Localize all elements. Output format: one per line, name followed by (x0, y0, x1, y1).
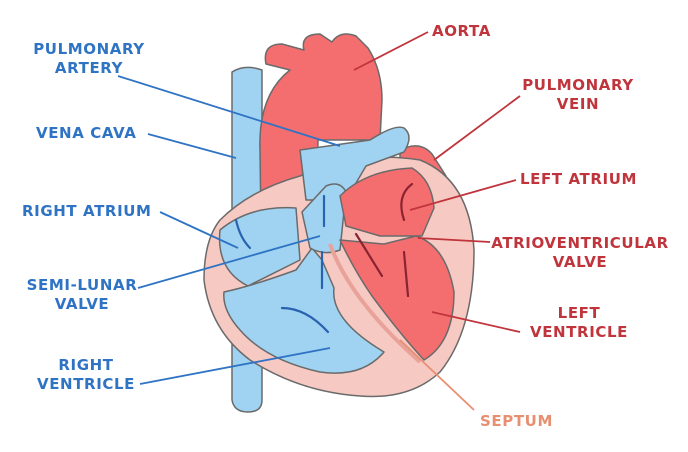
leader-right-atrium (159, 211, 239, 249)
label-right-ventricle-line1: RIGHT (58, 356, 114, 374)
label-left-ventricle: LEFT VENTRICLE (528, 304, 630, 342)
label-semi-lunar-valve-line2: VALVE (54, 295, 110, 313)
leader-aorta (353, 31, 429, 71)
leader-left-ventricle (431, 311, 521, 333)
leader-vena-cava (147, 133, 237, 159)
label-right-ventricle: RIGHT VENTRICLE (34, 356, 138, 394)
flow-arrow-left-atrium (400, 182, 414, 222)
label-atrioventricular-valve-line2: VALVE (552, 253, 608, 271)
left-ventricle-chamber (339, 235, 455, 361)
label-right-atrium: RIGHT ATRIUM (22, 202, 152, 220)
label-pulmonary-artery-line1: PULMONARY (33, 40, 145, 58)
label-semi-lunar-valve: SEMI-LUNAR VALVE (26, 276, 138, 314)
label-septum: SEPTUM (480, 412, 553, 430)
label-pulmonary-artery-line2: ARTERY (54, 59, 124, 77)
label-semi-lunar-valve-line1: SEMI-LUNAR (26, 276, 138, 294)
right-ventricle-chamber (223, 247, 385, 374)
flow-arrow-aorta (354, 232, 384, 278)
leader-semi-lunar-valve (137, 235, 321, 289)
label-right-ventricle-line2: VENTRICLE (37, 375, 135, 393)
label-pulmonary-artery: PULMONARY ARTERY (30, 40, 148, 78)
label-atrioventricular-valve-line1: ATRIOVENTRICULAR (491, 234, 669, 252)
leader-pulmonary-vein (433, 95, 521, 161)
label-aorta: AORTA (432, 22, 491, 40)
pulmonary-artery-vessel (299, 126, 410, 201)
label-pulmonary-vein: PULMONARY VEIN (520, 76, 636, 114)
label-left-ventricle-line1: LEFT (557, 304, 601, 322)
flow-arrow-left-ventricle (402, 250, 410, 298)
label-vena-cava: VENA CAVA (36, 124, 137, 142)
label-atrioventricular-valve: ATRIOVENTRICULAR VALVE (490, 234, 670, 272)
leader-right-ventricle (139, 347, 331, 385)
leader-left-atrium (409, 179, 517, 211)
leader-pulmonary-artery (117, 75, 341, 147)
flow-arrow-right-ventricle (280, 306, 330, 334)
flow-arrow-right-atrium (234, 218, 252, 250)
label-left-atrium: LEFT ATRIUM (520, 170, 638, 188)
label-left-ventricle-line2: VENTRICLE (530, 323, 628, 341)
leader-atrioventricular-valve (417, 237, 491, 243)
septum-line (328, 243, 422, 364)
right-atrium-chamber (218, 206, 301, 287)
leader-septum (399, 339, 475, 411)
label-pulmonary-vein-line2: VEIN (556, 95, 600, 113)
label-pulmonary-vein-line1: PULMONARY (522, 76, 634, 94)
